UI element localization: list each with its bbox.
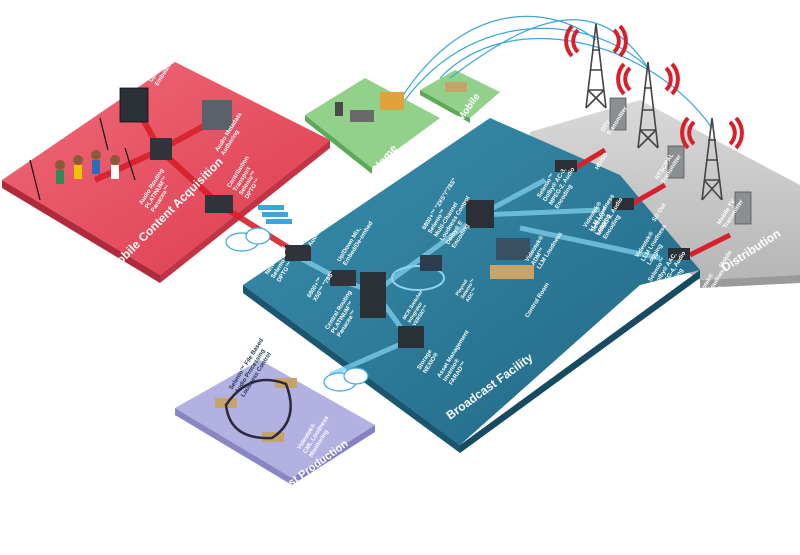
transmitter-cabinet-ntsc	[667, 145, 685, 179]
transmitter-cabinet-dtv	[609, 97, 627, 131]
mobile-rx-zone	[420, 70, 500, 123]
rf-beam-2	[404, 27, 649, 101]
mobile-rx-platform-edge	[420, 90, 470, 123]
home-speaker-icon	[335, 102, 343, 116]
dist-path-3	[688, 232, 732, 258]
networking-unit-icon	[285, 245, 311, 261]
router-frame-icon	[150, 138, 172, 160]
person-icon	[91, 150, 101, 160]
mic-stand-1	[29, 159, 41, 201]
rf-beam-1	[399, 15, 597, 101]
home-platform-edge	[305, 115, 372, 174]
mcr-switcher-icon	[420, 255, 442, 271]
contribution-unit-icon	[205, 195, 233, 213]
mobile-zone	[2, 62, 330, 283]
dist-encoder-1-icon	[555, 160, 577, 172]
control-room-monitor-icon	[496, 238, 530, 260]
microphone-stand-icon	[29, 117, 136, 201]
person-body-icon	[92, 160, 100, 174]
crowd-icon	[55, 150, 120, 184]
home-sofa-icon	[350, 110, 374, 122]
radio-waves-icon	[680, 116, 744, 150]
lattice-tower-icon	[637, 61, 659, 149]
storage-server-icon	[398, 326, 424, 348]
mic-stand-3	[124, 147, 136, 181]
cloud-icon	[323, 367, 369, 392]
person-body-icon	[111, 165, 119, 179]
post-platform	[175, 360, 375, 478]
mobile-platform-edge	[2, 180, 160, 283]
person-body-icon	[74, 165, 82, 179]
person-icon	[73, 155, 83, 165]
tower-dtv	[564, 23, 628, 109]
home-platform	[305, 78, 440, 168]
facility-path-7	[519, 225, 661, 261]
cloud-icon	[225, 227, 271, 252]
cloud-puff	[343, 367, 369, 385]
mobile-rx-desk-icon	[445, 82, 467, 92]
distribution-platform	[530, 100, 800, 280]
radio-waves-icon	[616, 62, 680, 96]
facility-path-6	[479, 207, 601, 218]
audio-meta-rack-icon	[202, 100, 232, 130]
mobile-rx-platform	[420, 70, 500, 118]
mobile-platform-edge-right	[160, 140, 330, 283]
equipment	[29, 82, 690, 442]
mic-stand-2	[99, 117, 109, 151]
dist-path-2	[628, 182, 667, 208]
updown-mix-unit-icon	[330, 270, 356, 286]
post-network-loop	[224, 378, 292, 440]
transmitter-cabinet-mobile	[734, 191, 752, 225]
encoder-rack-icon	[466, 200, 494, 228]
dist-path-1	[573, 147, 607, 171]
server-rack-icon	[119, 87, 149, 123]
distribution-zone	[530, 100, 800, 288]
broadcast-platform-edge-right	[460, 270, 700, 453]
lattice-tower-icon	[701, 117, 723, 201]
transmitter-cabinets	[609, 97, 752, 225]
distribution-platform-edge	[700, 275, 800, 288]
cloud-puff	[245, 227, 271, 245]
person-icon	[110, 155, 120, 165]
mobile-path-4	[93, 147, 162, 183]
home-zone	[305, 78, 440, 174]
post-platform-edge-right	[292, 425, 375, 485]
packet-bar	[266, 219, 292, 224]
rf-beam-3	[439, 37, 713, 129]
dist-encoder-3-icon	[668, 248, 690, 260]
rf-beams	[399, 15, 713, 129]
facility-path-8	[328, 337, 412, 378]
tower-mobile	[680, 116, 744, 201]
dist-encoder-2-icon	[612, 198, 634, 210]
radio-waves-icon	[564, 24, 628, 58]
dist-signal-paths	[573, 147, 732, 258]
playout-console-icon	[391, 265, 445, 291]
tower-ntsc	[616, 61, 680, 149]
rf-beam-4	[449, 19, 649, 79]
central-router-icon	[360, 272, 386, 318]
data-packet-icon	[258, 205, 292, 224]
mobile-platform	[2, 62, 330, 275]
packet-bar	[258, 205, 284, 210]
control-room-desk-icon	[490, 265, 534, 279]
post-zone	[175, 360, 375, 485]
post-platform-edge	[175, 408, 292, 485]
label-transmitter-1-line: DTV	[601, 120, 612, 133]
home-tv-icon	[380, 92, 404, 110]
person-icon	[55, 160, 65, 170]
lattice-tower-icon	[585, 23, 607, 109]
packet-bar	[262, 212, 288, 217]
person-body-icon	[56, 170, 64, 184]
